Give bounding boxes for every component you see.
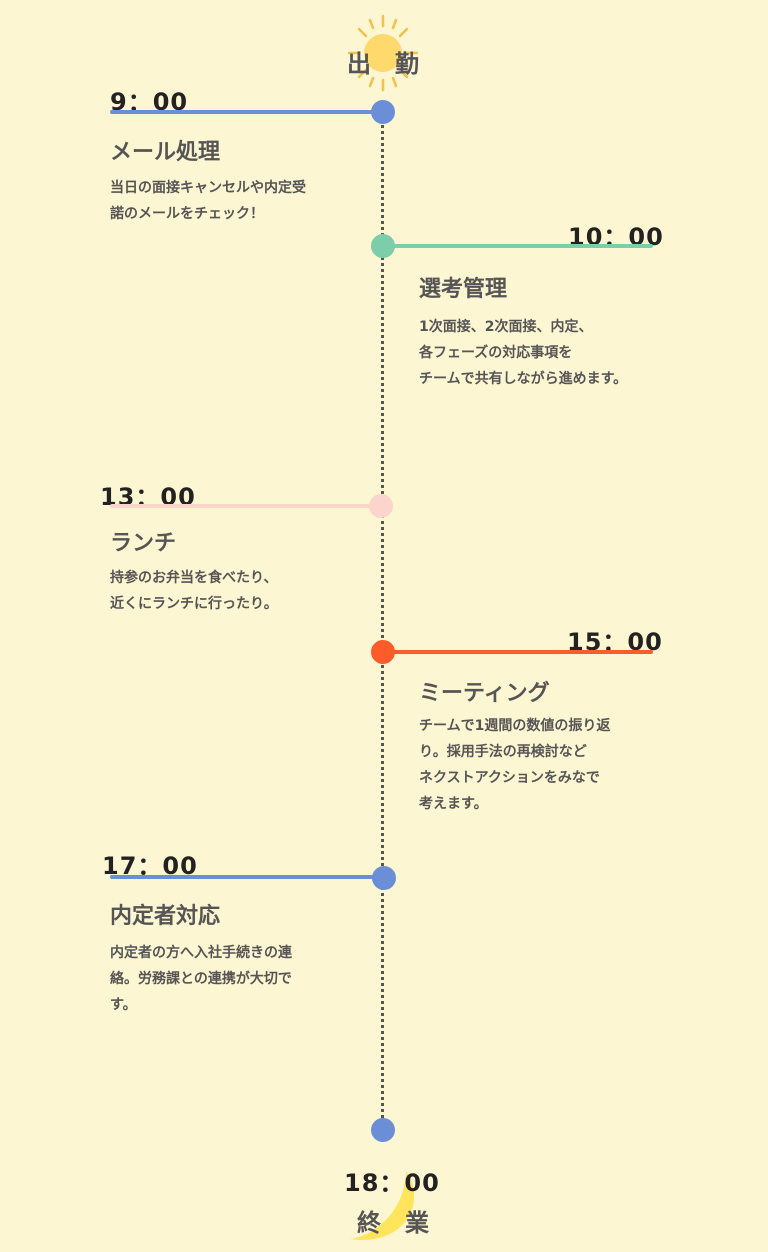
timeline-end-dot [371, 1118, 395, 1142]
description-line: 当日の面接キャンセルや内定受 [110, 180, 306, 196]
description-line: チームで共有しながら進めます。 [419, 371, 628, 387]
event-connector [110, 110, 380, 114]
description-line: 内定者の方へ入社手続きの連 [110, 945, 292, 961]
sun-icon [347, 14, 419, 94]
description-line: 絡。労務課との連携が大切で [110, 971, 292, 987]
event-title: 内定者対応 [110, 904, 221, 929]
timeline-dot [372, 866, 396, 890]
description-line: す。 [110, 997, 137, 1013]
end-label: 終 業 [357, 1209, 429, 1237]
event-description: 持参のお弁当を食べたり、 近くにランチに行ったり。 [110, 565, 278, 617]
description-line: ネクストアクションをみなで [419, 770, 600, 786]
event-connector [383, 244, 653, 248]
event-connector [110, 504, 380, 508]
start-label: 出 勤 [347, 50, 419, 78]
timeline-dot [371, 100, 395, 124]
timeline-line [381, 112, 384, 1132]
description-line: 各フェーズの対応事項を [419, 345, 573, 361]
timeline-dot [369, 494, 393, 518]
event-description: チームで1週間の数値の振り返 り。採用手法の再検討など ネクストアクションをみな… [419, 713, 610, 817]
event-connector [110, 875, 380, 879]
end-time: 18：00 [344, 1169, 440, 1197]
description-line: り。採用手法の再検討など [419, 744, 587, 760]
event-title: 選考管理 [419, 277, 508, 302]
event-connector [383, 650, 653, 654]
event-description: 内定者の方へ入社手続きの連 絡。労務課との連携が大切で す。 [110, 940, 292, 1018]
description-line: 考えます。 [419, 796, 488, 812]
description-line: 近くにランチに行ったり。 [110, 596, 278, 612]
event-description: 当日の面接キャンセルや内定受 諾のメールをチェック！ [110, 175, 306, 227]
event-title: メール処理 [110, 140, 221, 165]
event-title: ミーティング [419, 681, 550, 706]
description-line: 持参のお弁当を食べたり、 [110, 570, 278, 586]
timeline-dot [371, 234, 395, 258]
description-line: 諾のメールをチェック！ [110, 206, 264, 222]
crescent-moon-icon [340, 1165, 420, 1248]
description-line: 1次面接、2次面接、内定、 [419, 319, 593, 335]
event-title: ランチ [110, 531, 177, 556]
event-description: 1次面接、2次面接、内定、 各フェーズの対応事項を チームで共有しながら進めます… [419, 314, 627, 392]
description-line: チームで1週間の数値の振り返 [419, 718, 611, 734]
timeline-dot [371, 640, 395, 664]
